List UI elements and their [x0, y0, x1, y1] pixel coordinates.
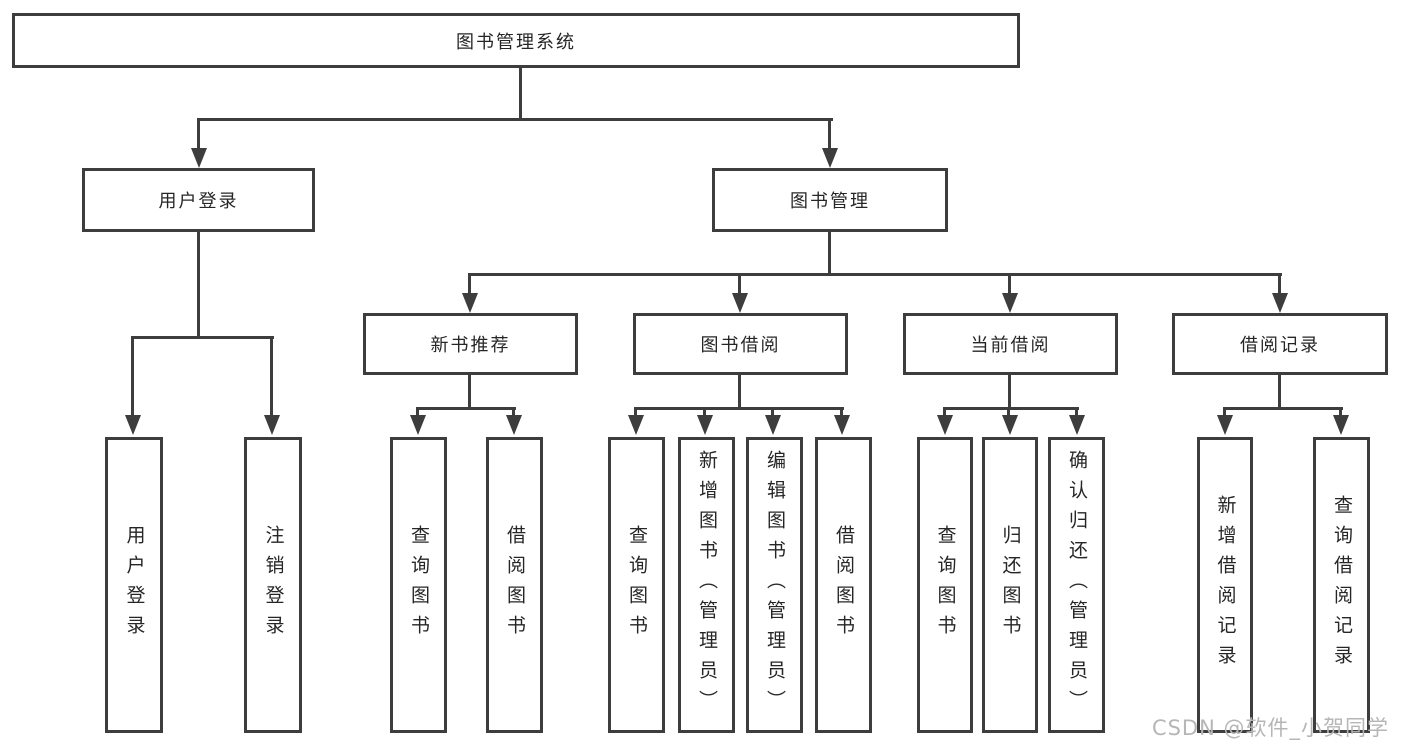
connector-segment [197, 118, 833, 121]
arrow-down-icon [628, 415, 644, 435]
node-book-borrowing: 图书借阅 [633, 313, 848, 375]
node-library-management-system: 图书管理系统 [12, 13, 1020, 68]
arrow-down-icon [822, 148, 838, 168]
node-label: 当前借阅 [970, 335, 1051, 356]
connector-segment [1278, 273, 1281, 297]
arrow-down-icon [1217, 415, 1233, 435]
connector-segment [468, 273, 471, 297]
node-label: 归还图书 [999, 525, 1022, 645]
leaf-add-borrow-record: 新增借阅记录 [1197, 437, 1253, 733]
arrow-down-icon [125, 415, 141, 435]
leaf-confirm-return-admin: 确认归还（管理员） [1048, 437, 1105, 733]
node-label: 借阅图书 [504, 525, 526, 645]
connector-segment [703, 407, 706, 419]
connector-segment [270, 336, 273, 417]
connector-segment [634, 407, 637, 419]
connector-segment [1223, 407, 1343, 410]
connector-segment [131, 336, 274, 339]
arrow-down-icon [937, 415, 953, 435]
connector-segment [771, 407, 774, 419]
leaf-edit-books-admin: 编辑图书（管理员） [746, 437, 803, 733]
leaf-return-books: 归还图书 [982, 437, 1038, 733]
node-label: 确认归还（管理员） [1066, 450, 1088, 720]
connector-segment [840, 407, 843, 419]
connector-segment [828, 232, 831, 276]
leaf-query-books-borrow: 查询图书 [608, 437, 665, 733]
node-borrowing-records: 借阅记录 [1172, 313, 1388, 375]
connector-segment [828, 118, 831, 152]
connector-segment [197, 232, 200, 339]
connector-segment [738, 273, 741, 297]
node-label: 用户登录 [123, 525, 146, 645]
arrow-down-icon [410, 415, 426, 435]
connector-segment [1075, 407, 1078, 419]
connector-segment [416, 407, 516, 410]
node-label: 查询图书 [626, 525, 648, 645]
connector-segment [1278, 375, 1281, 410]
connector-segment [943, 407, 946, 419]
csdn-watermark: CSDN @软件_小贺同学 [1151, 716, 1389, 740]
leaf-query-books-current: 查询图书 [917, 437, 973, 733]
arrow-down-icon [732, 293, 748, 313]
node-label: 注销登录 [262, 525, 285, 645]
node-label: 查询借阅记录 [1331, 495, 1353, 675]
connector-segment [1008, 375, 1011, 410]
leaf-borrow-books: 借阅图书 [815, 437, 872, 733]
node-label: 借阅记录 [1240, 335, 1320, 356]
leaf-logout: 注销登录 [244, 437, 302, 733]
connector-segment [1339, 407, 1342, 419]
connector-segment [468, 273, 1282, 276]
arrow-down-icon [506, 415, 522, 435]
node-label: 图书借阅 [700, 335, 781, 356]
connector-segment [738, 375, 741, 410]
node-label: 查询图书 [408, 525, 430, 645]
arrow-down-icon [834, 415, 850, 435]
leaf-user-login: 用户登录 [105, 437, 163, 733]
connector-segment [634, 407, 844, 410]
node-label: 图书管理系统 [456, 31, 576, 53]
arrow-down-icon [765, 415, 781, 435]
node-user-login: 用户登录 [82, 168, 315, 232]
leaf-borrow-books-recommend: 借阅图书 [486, 437, 543, 733]
connector-segment [1008, 273, 1011, 297]
arrow-down-icon [1333, 415, 1349, 435]
node-label: 借阅图书 [833, 525, 855, 645]
connector-segment [131, 336, 134, 417]
node-label: 图书管理 [790, 191, 870, 212]
connector-segment [512, 407, 515, 419]
node-label: 查询图书 [934, 525, 957, 645]
arrow-down-icon [1002, 293, 1018, 313]
arrow-down-icon [1002, 415, 1018, 435]
node-new-book-recommendation: 新书推荐 [363, 313, 578, 375]
connector-segment [197, 118, 200, 152]
connector-segment [943, 407, 1079, 410]
arrow-down-icon [462, 293, 478, 313]
leaf-add-books-admin: 新增图书（管理员） [678, 437, 735, 733]
node-label: 用户登录 [158, 191, 239, 212]
connector-segment [416, 407, 419, 419]
arrow-down-icon [191, 148, 207, 168]
connector-segment [519, 68, 522, 120]
leaf-query-books-recommend: 查询图书 [390, 437, 447, 733]
arrow-down-icon [697, 415, 713, 435]
arrow-down-icon [264, 415, 280, 435]
leaf-query-borrow-record: 查询借阅记录 [1313, 437, 1370, 733]
arrow-down-icon [1272, 293, 1288, 313]
node-label: 新增借阅记录 [1214, 495, 1237, 675]
arrow-down-icon [1069, 415, 1085, 435]
connector-segment [1223, 407, 1226, 419]
connector-segment [468, 375, 471, 410]
node-label: 新书推荐 [430, 335, 511, 356]
node-label: 编辑图书（管理员） [764, 450, 786, 720]
node-current-borrowing: 当前借阅 [903, 313, 1118, 375]
node-book-management: 图书管理 [712, 168, 948, 232]
connector-segment [1007, 407, 1010, 419]
node-label: 新增图书（管理员） [696, 450, 718, 720]
